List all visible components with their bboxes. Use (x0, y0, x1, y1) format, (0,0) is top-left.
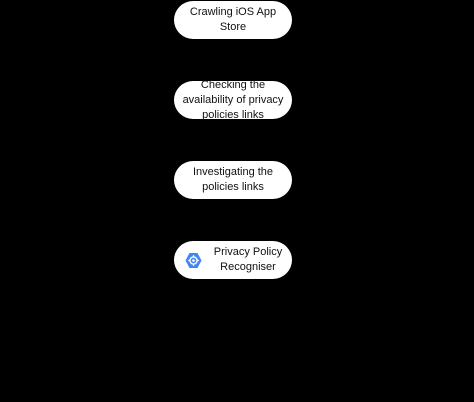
step-label: Privacy Policy Recogniser (213, 246, 283, 273)
hexagon-cloud-ai-icon (185, 252, 202, 269)
step-privacy-policy-recogniser: Privacy Policy Recogniser (174, 241, 292, 279)
step-crawling-ios-app-store: Crawling iOS App Store (174, 1, 292, 39)
step-label: Crawling iOS App Store (189, 6, 277, 33)
step-label: Investigating the policies links (192, 166, 274, 193)
step-investigating-policies-links: Investigating the policies links (174, 161, 292, 199)
step-label: Checking the availability of privacy pol… (182, 78, 284, 121)
step-checking-privacy-policy-links: Checking the availability of privacy pol… (174, 79, 292, 121)
